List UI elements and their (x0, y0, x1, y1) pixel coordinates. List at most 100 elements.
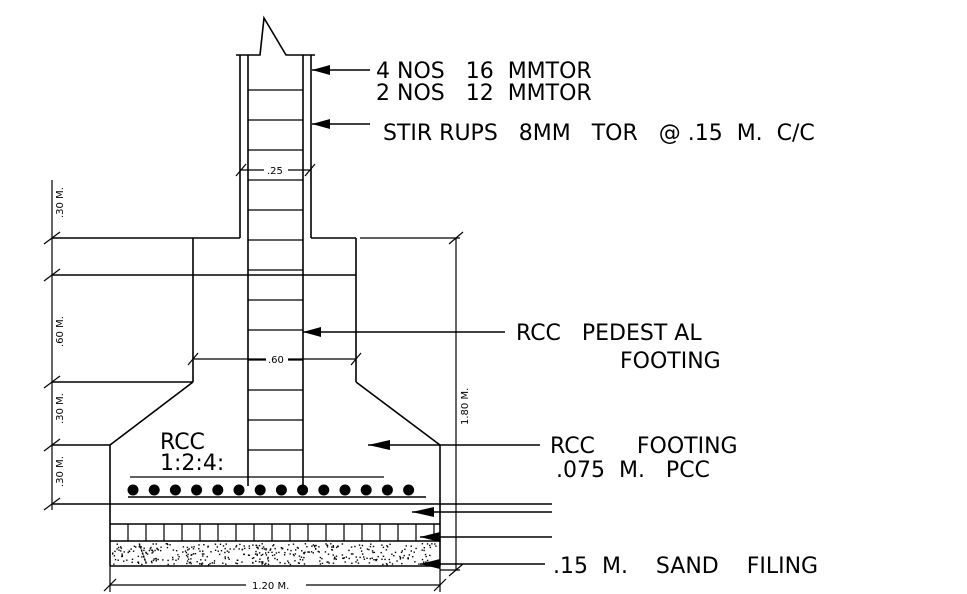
sand-dot (382, 563, 384, 566)
sand-dot (252, 562, 254, 564)
sand-dot (138, 543, 141, 545)
sand-dot (238, 548, 240, 550)
sand-dot (404, 548, 406, 550)
sand-dot (152, 543, 154, 545)
sand-dot (254, 553, 257, 555)
sand-dot (324, 551, 327, 553)
sand-dot (117, 559, 119, 561)
rebar-dot (127, 484, 139, 496)
sand-dot (169, 544, 171, 546)
sand-dot (429, 546, 432, 549)
sand-dot (326, 546, 329, 548)
sand-dot (213, 562, 215, 564)
sand-dot (318, 546, 320, 548)
sand-dot (261, 547, 263, 550)
sand-dot (182, 551, 184, 553)
sand-dot (271, 551, 273, 553)
sand-dot (345, 556, 348, 558)
sand-dot (141, 556, 143, 558)
sand-dot (330, 543, 332, 545)
sand-dot (187, 556, 189, 558)
sand-dot (421, 558, 424, 561)
sand-dot (310, 551, 313, 553)
label-footing: RCC FOOTING (550, 434, 738, 459)
sand-dot (385, 549, 388, 551)
sand-dot (120, 550, 122, 552)
sand-dot (348, 557, 350, 560)
sand-dot (274, 557, 276, 560)
sand-dot (284, 562, 286, 565)
sand-dot (307, 551, 309, 553)
sand-dot (401, 562, 403, 565)
sand-dot (257, 546, 259, 548)
sand-dot (255, 550, 257, 553)
leader-arrows (303, 65, 552, 569)
sand-dot (311, 545, 313, 547)
sand-dot (296, 546, 299, 549)
sand-dot (177, 558, 180, 560)
sand-dot (117, 546, 120, 549)
rebar-dot (381, 484, 393, 496)
sand-dot (152, 551, 154, 553)
sand-layer (110, 543, 440, 567)
sand-dot (314, 546, 316, 548)
sand-dot (203, 544, 205, 546)
sand-dot (351, 562, 353, 564)
sand-dot (172, 556, 174, 559)
sand-dot (293, 554, 295, 557)
sand-dot (113, 563, 115, 565)
sand-dot (186, 546, 189, 549)
bottom-reinforcement (127, 476, 426, 498)
sand-dot (217, 550, 219, 552)
sand-dot (262, 561, 264, 563)
sand-dot (185, 554, 188, 557)
sand-dot (425, 561, 427, 563)
sand-dot (214, 543, 217, 545)
sand-dot (121, 553, 123, 555)
sand-dot (267, 551, 270, 554)
sand-dot (145, 562, 147, 564)
dim-left-30-bottom: .30 M. (55, 456, 66, 487)
sand-dot (187, 549, 189, 551)
sand-dot (148, 549, 151, 552)
sand-dot (369, 557, 371, 560)
sand-dot (337, 545, 339, 547)
sand-dot (194, 553, 197, 555)
sand-dot (425, 555, 427, 558)
sand-dot (233, 548, 235, 550)
sand-dot (328, 562, 330, 564)
sand-dot (256, 554, 258, 556)
sand-dot (369, 545, 372, 548)
sand-dot (263, 548, 265, 550)
sand-dot (294, 560, 296, 562)
pcc-layer (52, 503, 552, 566)
sand-dot (401, 550, 403, 552)
sand-dot (348, 549, 350, 552)
sand-dot (267, 556, 269, 559)
sand-dot (248, 554, 251, 556)
sand-dot (143, 556, 145, 558)
rebar-dot (148, 484, 160, 496)
rebar-dot (297, 484, 309, 496)
sand-dot (258, 561, 261, 563)
sand-dot (261, 562, 264, 564)
rebar-dot (403, 484, 415, 496)
sand-dot (267, 560, 270, 562)
sand-dot (261, 563, 263, 565)
sand-dot (356, 559, 359, 561)
sand-dot (289, 553, 291, 555)
sand-dot (304, 551, 306, 553)
sand-dot (382, 555, 385, 557)
sand-dot (165, 543, 168, 545)
sand-dot (139, 544, 141, 546)
sand-dot (152, 559, 155, 562)
sand-dot (336, 546, 338, 549)
sand-dot (352, 553, 354, 555)
sand-dot (189, 561, 192, 563)
sand-dot (201, 553, 204, 555)
sand-dot (138, 546, 140, 548)
sand-dot (227, 556, 229, 559)
sand-dot (228, 558, 230, 560)
sand-dot (303, 556, 305, 559)
dim-left-60: .60 M. (55, 316, 66, 347)
